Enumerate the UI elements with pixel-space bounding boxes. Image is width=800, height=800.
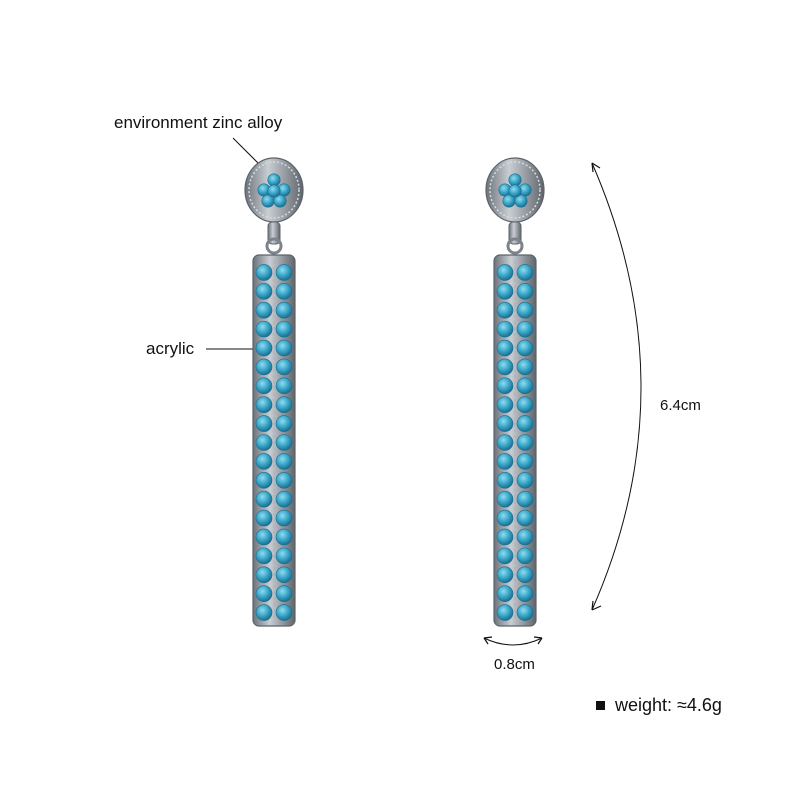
bar-stone — [275, 283, 293, 300]
bar-stone — [275, 339, 293, 357]
bar-stone — [496, 283, 514, 300]
bar-stone — [516, 509, 534, 527]
bar-stone — [516, 358, 534, 376]
bar-stone — [496, 490, 514, 508]
bar-stone — [516, 471, 534, 489]
material-label-zinc-alloy: environment zinc alloy — [114, 113, 283, 132]
bar-stone — [255, 339, 273, 357]
bar-stone — [275, 604, 293, 621]
bar-stone — [275, 585, 293, 602]
bar-stone — [516, 585, 534, 602]
weight-label: weight: ≈4.6g — [615, 695, 722, 715]
bar-stone — [516, 528, 534, 546]
bar-stone — [496, 415, 514, 432]
bar-stone — [516, 566, 534, 584]
bar-stone — [255, 585, 273, 602]
bar-stone — [255, 453, 273, 470]
bar-stone — [275, 358, 293, 376]
bullet-icon — [596, 701, 605, 710]
bar-stone — [496, 358, 514, 376]
bar-stone — [496, 453, 514, 470]
bar-stone — [275, 471, 293, 489]
earring-left — [244, 157, 304, 627]
bar-stone — [255, 471, 273, 489]
stud-stone — [508, 184, 522, 198]
width-dimension-arrow — [483, 636, 543, 646]
bar-stone — [255, 358, 273, 376]
bar-stone — [516, 547, 534, 565]
bar-stone — [255, 301, 273, 319]
bar-stone — [275, 264, 293, 281]
bar-stone — [496, 377, 514, 395]
bar-stone — [516, 301, 534, 319]
bar-stone — [496, 434, 514, 451]
bar-stone — [496, 509, 514, 527]
bar-stone — [496, 264, 514, 281]
bar-stone — [516, 264, 534, 281]
bar-stone — [496, 547, 514, 565]
stud-stone — [508, 173, 522, 187]
width-label: 0.8cm — [494, 656, 535, 673]
bar-stone — [275, 490, 293, 508]
bar-stone — [255, 604, 273, 621]
bar-stone — [275, 320, 293, 338]
length-label: 6.4cm — [660, 397, 701, 414]
bar-stone — [496, 301, 514, 319]
bar-stone — [496, 471, 514, 489]
bar-stone — [516, 377, 534, 395]
bar-stone — [255, 320, 273, 338]
bar-stone — [255, 264, 273, 281]
bar-stone — [275, 528, 293, 546]
earring-right — [485, 157, 545, 627]
stud-stone — [514, 194, 528, 208]
bar-stone — [255, 547, 273, 565]
bar-stone — [496, 604, 514, 621]
bar-stone — [255, 490, 273, 508]
jump-ring — [265, 237, 283, 255]
bar-stone — [516, 453, 534, 470]
bar-stone — [516, 339, 534, 357]
bar-stone — [255, 396, 273, 414]
bar-stone — [275, 509, 293, 527]
bar-stone — [516, 604, 534, 621]
bar-stone — [255, 509, 273, 527]
bar-stone — [255, 528, 273, 546]
bar-stone — [275, 453, 293, 470]
material-label-acrylic: acrylic — [146, 339, 195, 358]
bar-stone — [496, 528, 514, 546]
length-dimension-arrow — [591, 162, 642, 611]
bar-stone — [275, 396, 293, 414]
bar-stone — [275, 566, 293, 584]
bar-stone — [275, 377, 293, 395]
bar-stone — [516, 415, 534, 432]
stud-stone — [267, 173, 281, 187]
bar-stone — [275, 434, 293, 451]
bar-stone — [275, 547, 293, 565]
bar-stone — [496, 585, 514, 602]
bar-stone — [516, 490, 534, 508]
bar-stone — [496, 339, 514, 357]
bar-stone — [255, 566, 273, 584]
bar-stone — [255, 415, 273, 432]
stud-stone — [267, 184, 281, 198]
bar-stone — [255, 434, 273, 451]
stud-stone — [273, 194, 287, 208]
weight-info: weight: ≈4.6g — [596, 695, 722, 716]
bar-stone — [255, 283, 273, 300]
stud-milgrain — [248, 161, 300, 219]
bar-stone — [496, 396, 514, 414]
bar-stone — [275, 301, 293, 319]
jump-ring — [506, 237, 524, 255]
bar-stone — [275, 415, 293, 432]
bar-stone — [516, 320, 534, 338]
bar-stone — [516, 283, 534, 300]
bar-stone — [255, 377, 273, 395]
bar-stone — [516, 434, 534, 451]
bar-stone — [516, 396, 534, 414]
stud-milgrain — [489, 161, 541, 219]
bar-stone — [496, 566, 514, 584]
bar-stone — [496, 320, 514, 338]
